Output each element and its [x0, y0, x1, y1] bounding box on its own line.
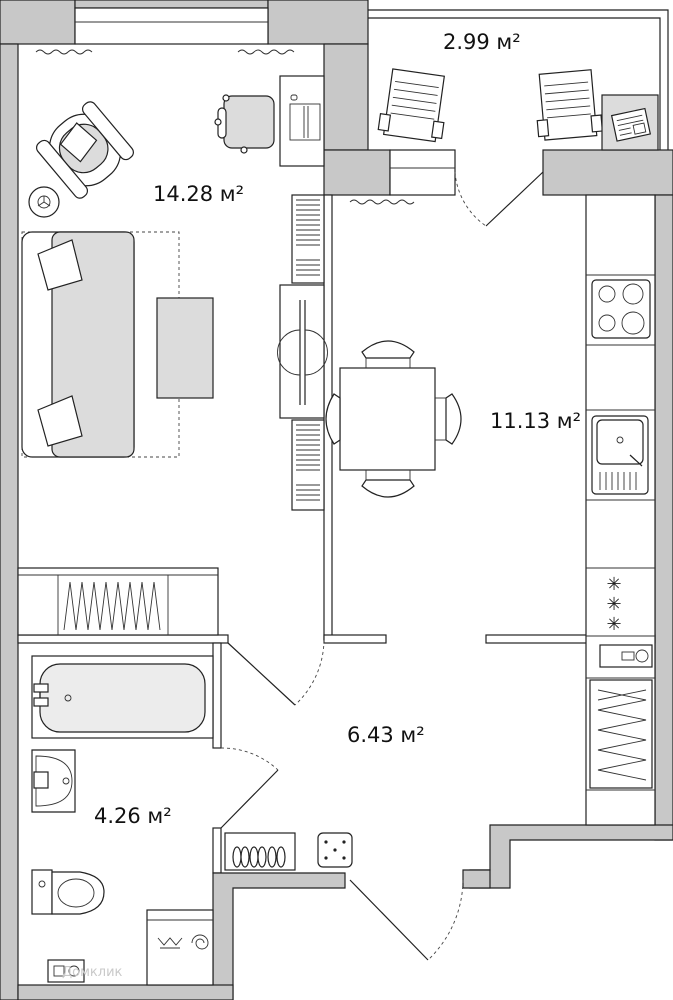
coffee-table [156, 297, 214, 399]
svg-text:✳: ✳ [606, 614, 621, 635]
cupboard [589, 679, 653, 789]
sink-icon [591, 415, 649, 495]
svg-text:✳: ✳ [606, 594, 621, 615]
dining-chair-bottom-icon [361, 470, 415, 498]
area-living-room: 14.28 м² [153, 182, 244, 206]
wardrobe [17, 567, 219, 636]
boiler-icon [47, 959, 85, 983]
living-room-furniture [17, 75, 328, 636]
deck-chair-left-icon [377, 68, 445, 143]
watermark: Домклик [62, 965, 123, 980]
microwave-icon [599, 644, 653, 668]
hall-furniture [224, 832, 353, 871]
deck-chair-right-icon [536, 69, 604, 141]
tv-stand [277, 284, 328, 419]
washing-machine-icon [146, 909, 214, 986]
bookshelf-top [291, 194, 325, 284]
dining-table [339, 367, 436, 471]
desk [279, 75, 325, 167]
cooktop-icon [591, 279, 651, 339]
shoes-icon [232, 846, 286, 868]
washbasin-icon [31, 749, 76, 813]
bookshelf-bottom [291, 419, 325, 511]
windows [35, 7, 456, 205]
area-kitchen: 11.13 м² [490, 409, 581, 433]
area-balcony: 2.99 м² [443, 30, 521, 54]
area-hall: 6.43 м² [347, 723, 425, 747]
toilet-icon [31, 869, 105, 915]
office-chair-icon [214, 94, 275, 154]
svg-text:✳: ✳ [606, 574, 621, 595]
kitchen-furniture: ✳ ✳ ✳ [325, 194, 656, 826]
dining-chair-top-icon [361, 340, 415, 368]
sofa-icon [21, 231, 135, 458]
bathroom-furniture [31, 655, 214, 986]
freezer-snowflake-icon: ✳ ✳ ✳ [606, 574, 621, 635]
dining-chair-right-icon [435, 393, 462, 445]
armchair-icon [36, 101, 134, 199]
doors [220, 171, 544, 961]
balcony-furniture [377, 68, 659, 151]
area-bathroom: 4.26 м² [94, 804, 172, 828]
newspaper-icon [610, 107, 652, 142]
bathtub-icon [31, 655, 214, 739]
dining-chair-left-icon [325, 393, 341, 445]
